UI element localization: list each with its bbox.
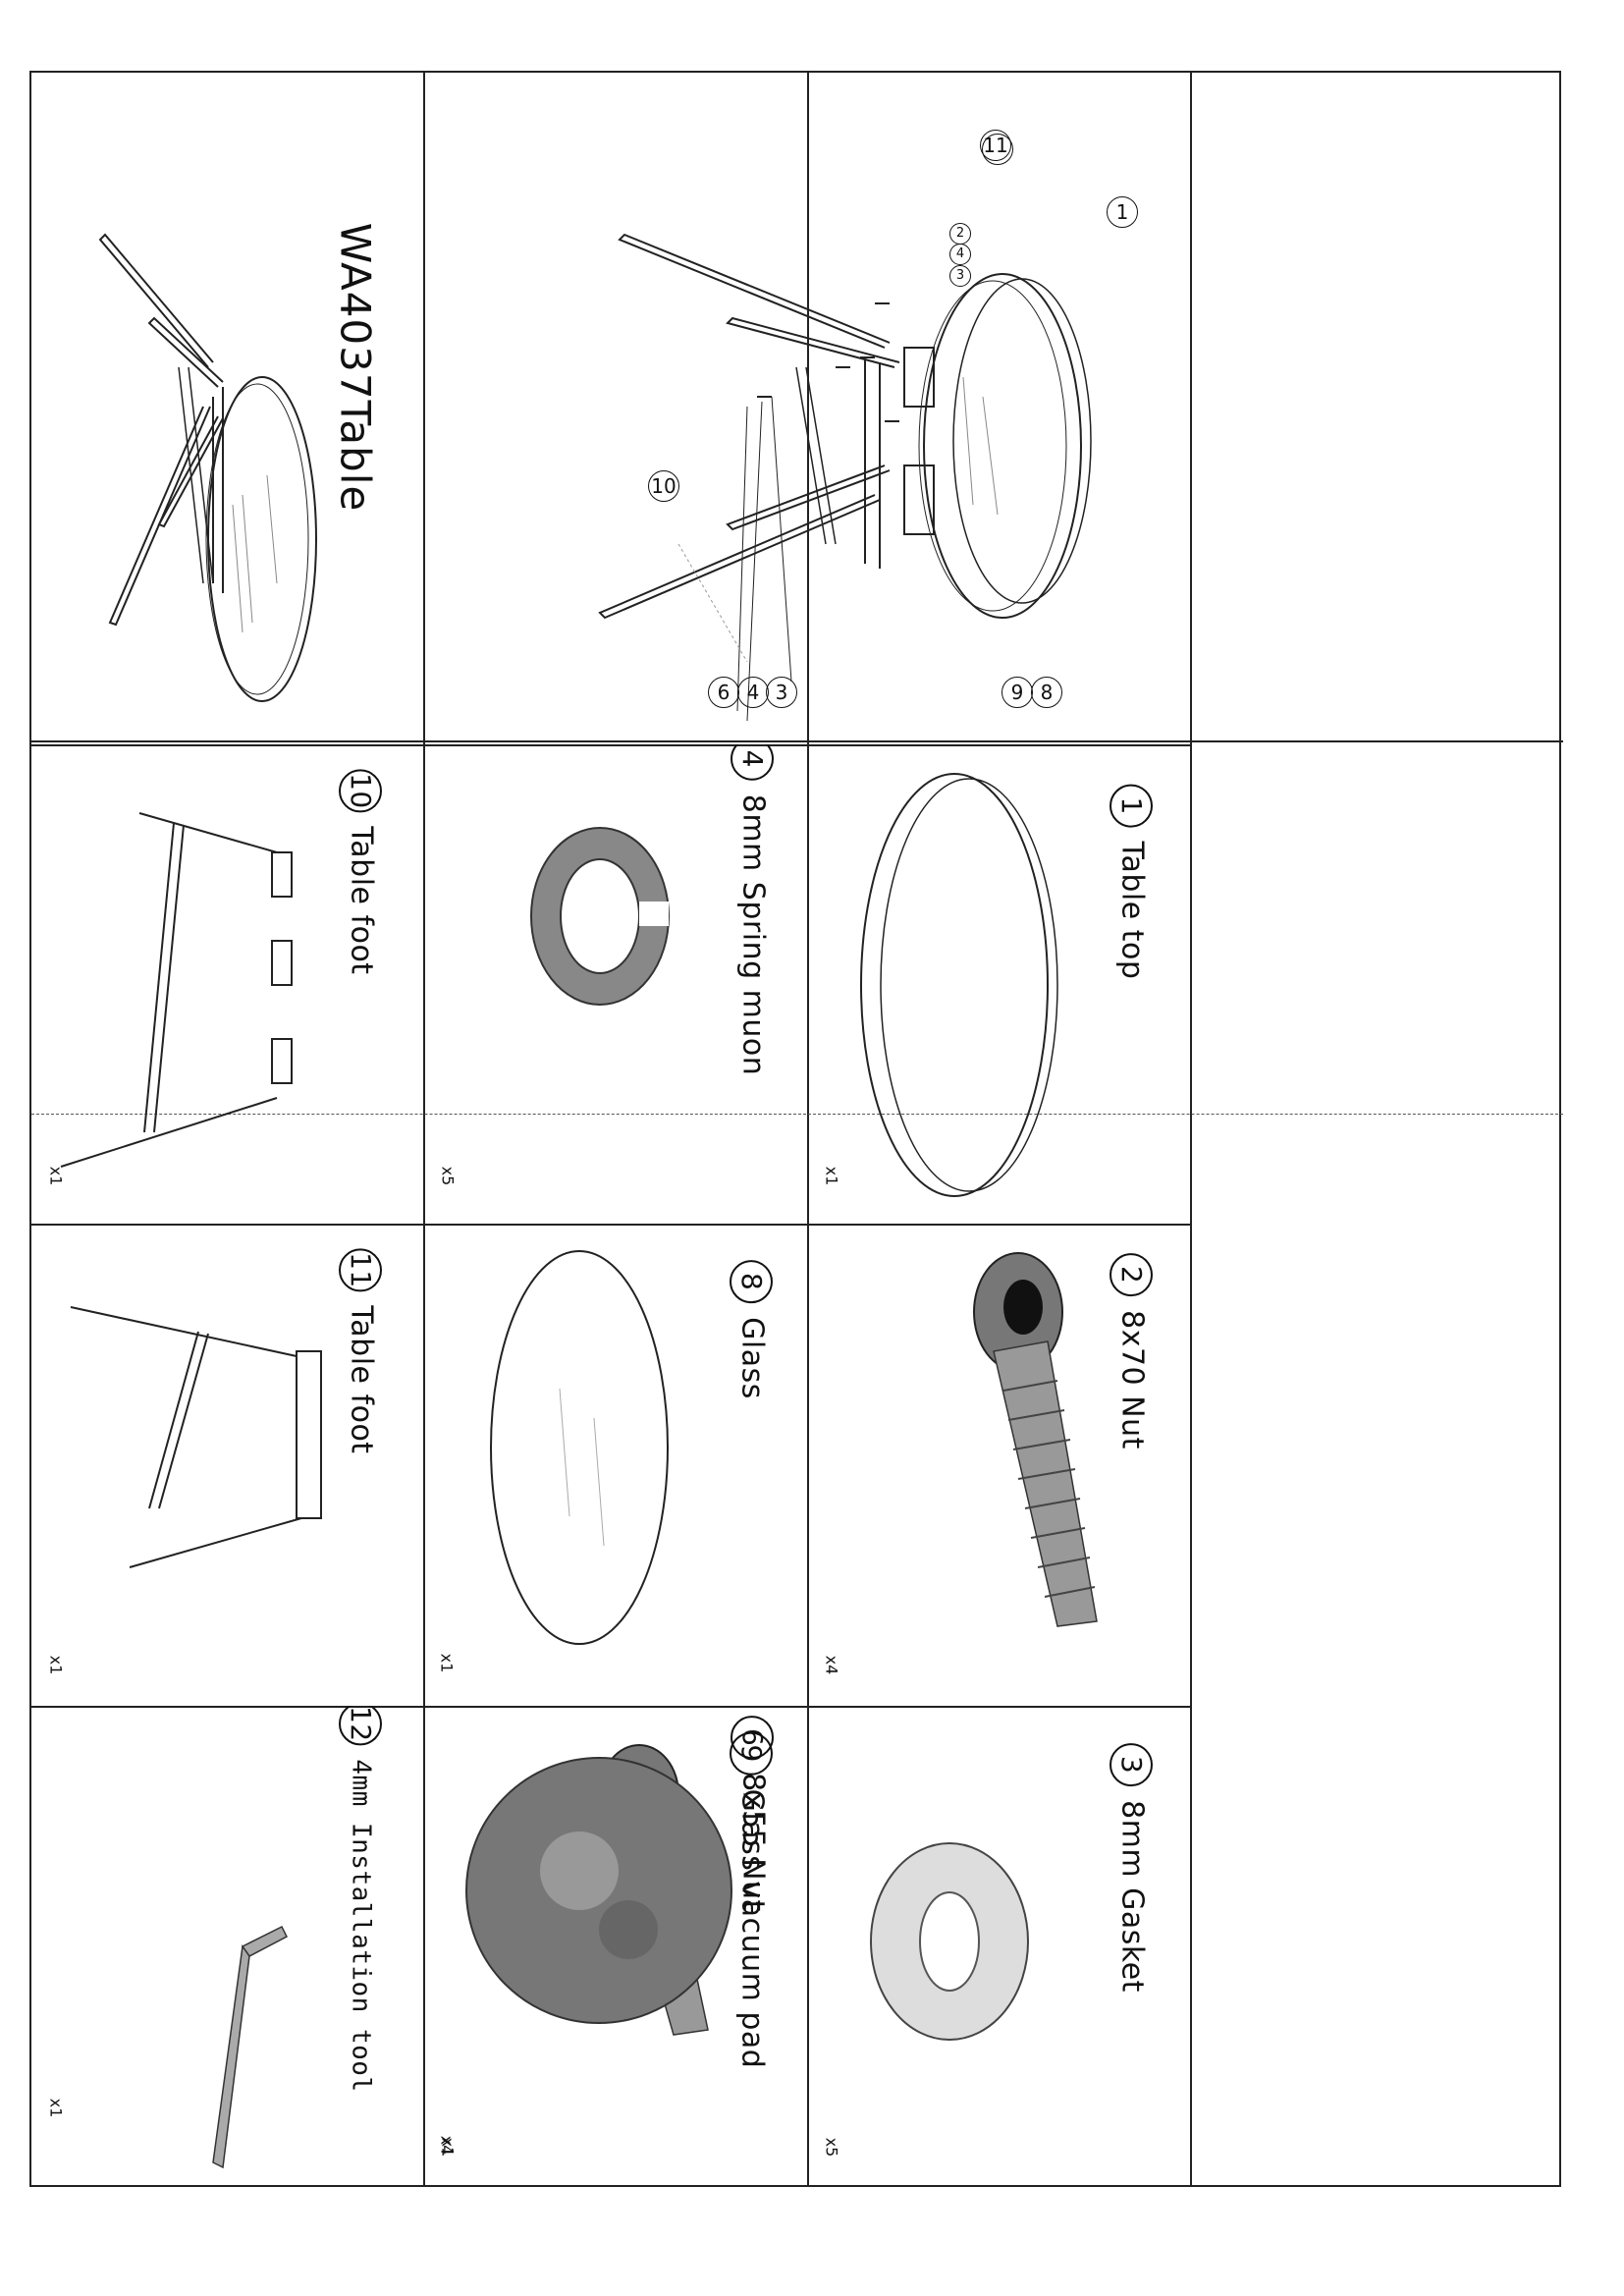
callout-9: 9 — [1001, 677, 1033, 708]
callout-11: 11 — [980, 130, 1011, 161]
callout-6: 6 — [708, 677, 739, 708]
part-card-12: 124mm Installation tool x1 — [31, 1706, 423, 2187]
part-qty: x5 — [822, 2137, 841, 2158]
callout-4-lower: 4 — [737, 677, 769, 708]
part-card-9: 9Glass vacuum pad x4 — [422, 1704, 805, 2185]
assembled-table-illustration — [98, 233, 317, 702]
column-divider — [1190, 73, 1192, 2185]
part-card-11: 11Table foot x1 — [31, 1224, 423, 1706]
part-card-10: 10Table foot x1 — [31, 744, 423, 1224]
part-qty: x1 — [437, 1653, 457, 1673]
column-divider — [807, 73, 809, 2185]
part-card-2: 28x70 Nut x4 — [807, 1224, 1190, 1706]
table-foot-illustration — [60, 812, 293, 1168]
callout-2: 2 — [949, 223, 971, 245]
column-divider — [423, 73, 425, 2185]
glass-illustration — [490, 1250, 669, 1645]
callout-3-lower: 3 — [766, 677, 797, 708]
row-divider — [31, 740, 1563, 742]
callout-10: 10 — [648, 470, 679, 502]
table-top-illustration — [860, 773, 1058, 1197]
row-divider — [31, 1706, 1190, 1708]
spring-washer-illustration — [530, 827, 670, 1006]
assembled-view-panel: WA4037Table — [31, 73, 423, 740]
fold-line — [31, 1114, 1563, 1115]
row-divider — [31, 1224, 1190, 1226]
part-card-3: 38mm Gasket x5 — [807, 1706, 1190, 2187]
part-qty: x1 — [822, 1166, 841, 1186]
row-divider — [31, 744, 1190, 746]
exploded-diagram-panel: 1 2 3 4 3 4 6 8 9 10 — [423, 73, 1190, 740]
bolt-illustration — [973, 1252, 1098, 1627]
callout-3: 3 — [949, 265, 971, 287]
part-qty: x1 — [46, 1655, 66, 1675]
exploded-diagram — [598, 233, 1092, 722]
callout-1: 1 — [1107, 196, 1138, 228]
callout-4: 4 — [949, 244, 971, 265]
part-card-4: 48mm Spring muon x5 — [423, 744, 807, 1224]
part-card-1: 1Table top x1 — [807, 744, 1190, 1224]
part-qty: x4 — [822, 1655, 841, 1675]
callout-8: 8 — [1031, 677, 1062, 708]
table-foot-illustration — [70, 1306, 322, 1568]
allen-key-illustration — [212, 1925, 288, 2169]
part-qty: x1 — [46, 1166, 66, 1186]
gasket-illustration — [870, 1842, 1029, 2041]
part-card-8: 8Glass x1 — [422, 1222, 805, 1704]
part-qty: x5 — [438, 1166, 458, 1186]
part-qty: x1 — [46, 2098, 66, 2118]
part-qty: x4 — [437, 2135, 457, 2156]
vacuum-pad-illustration — [465, 1757, 732, 2024]
